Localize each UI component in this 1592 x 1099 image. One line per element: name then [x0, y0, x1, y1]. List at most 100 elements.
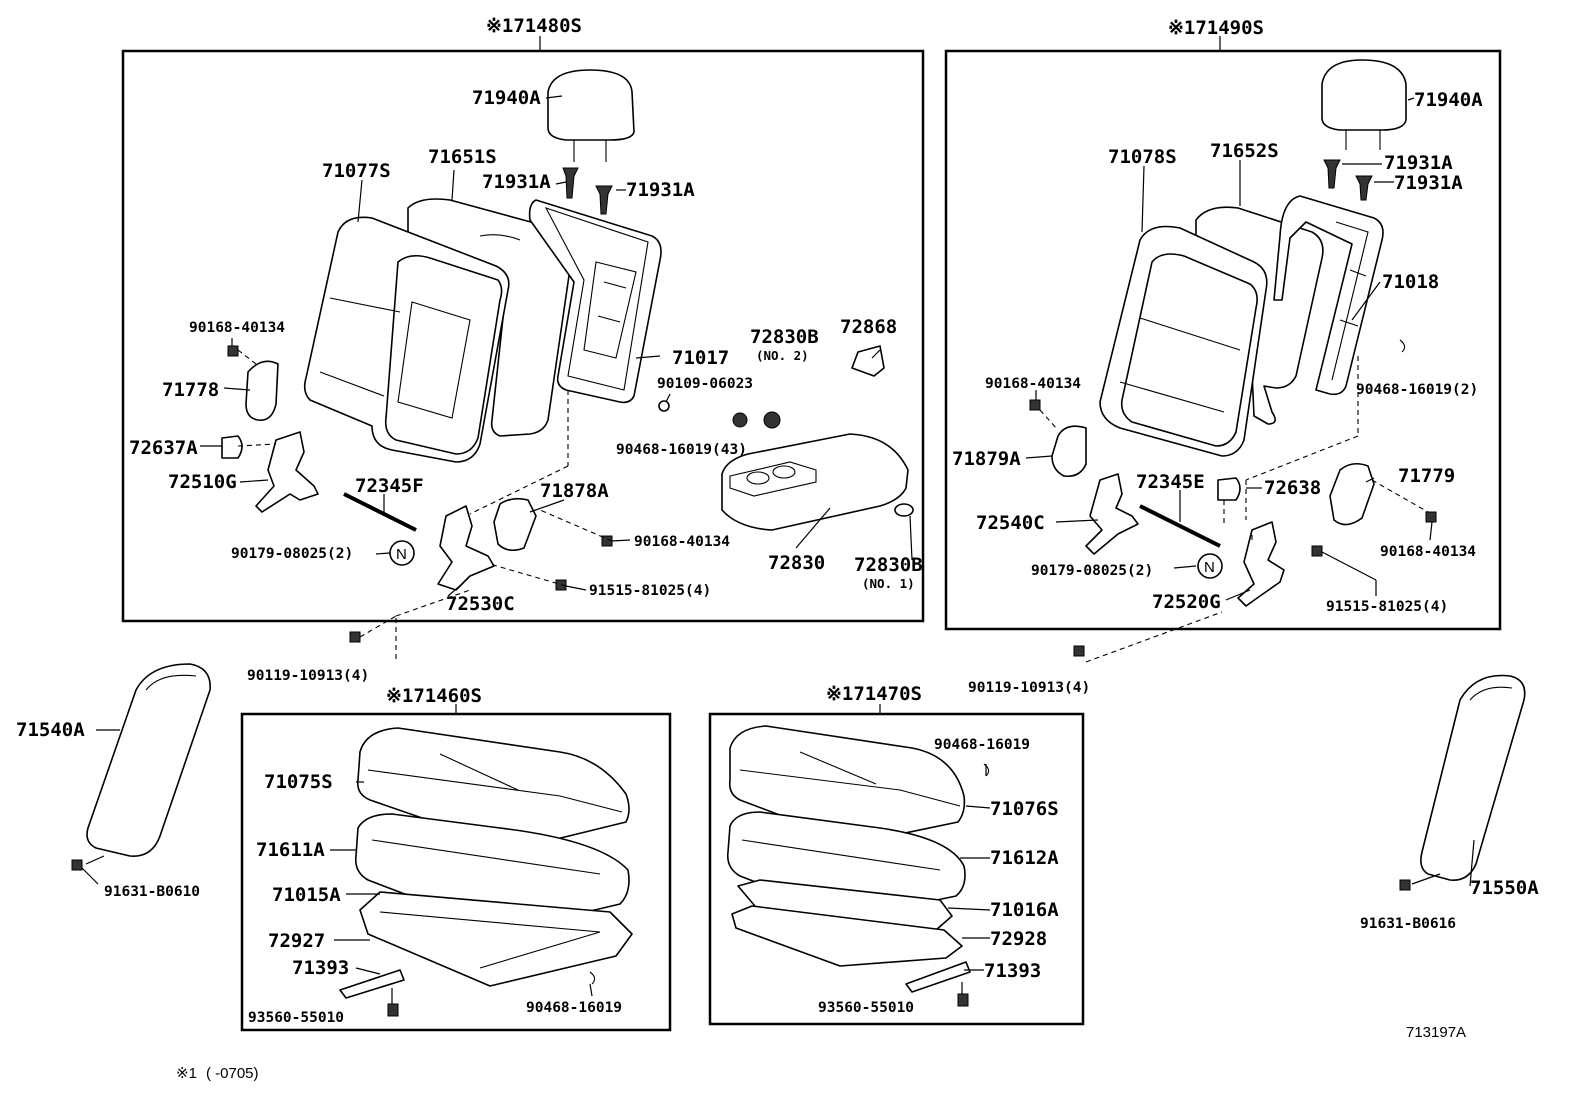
pin-71931A-right-2-drawing — [1355, 175, 1373, 201]
label-72830B-bottom-sub: (NO. 1) — [862, 576, 915, 591]
nut-left-drawing — [389, 540, 415, 566]
label-71878A: 71878A — [540, 480, 609, 502]
group-frame-back-left — [121, 49, 925, 623]
label-90468-16019-cushion-right: 90468-16019 — [934, 737, 1030, 753]
cushion-cover-71076S-drawing — [728, 725, 966, 844]
label-72638: 72638 — [1264, 477, 1321, 499]
label-72345F: 72345F — [355, 475, 424, 497]
nut-right-drawing — [1197, 553, 1223, 579]
footnote-mark: ※1 — [176, 1065, 197, 1082]
knob-left-drawing — [221, 435, 243, 459]
group-title-back-left: ※171480S — [486, 15, 582, 37]
label-71016A: 71016A — [990, 899, 1059, 921]
hinge-cover-left-drawing — [245, 360, 279, 421]
diagram-ref-code: 713197A — [1406, 1024, 1466, 1041]
label-72830: 72830 — [768, 552, 825, 574]
label-90168-40134-right-2: 90168-40134 — [1380, 544, 1476, 560]
label-93560-55010-left: 93560-55010 — [248, 1010, 344, 1026]
group-title-back-right: ※171490S — [1168, 17, 1264, 39]
knob-72638-drawing — [1217, 477, 1241, 501]
label-71612A: 71612A — [990, 847, 1059, 869]
label-71778: 71778 — [162, 379, 219, 401]
label-71940A-left: 71940A — [472, 87, 541, 109]
label-71393-left: 71393 — [292, 957, 349, 979]
bracket-72530C-drawing — [437, 505, 495, 591]
label-71393-right: 71393 — [984, 960, 1041, 982]
label-71017: 71017 — [672, 347, 729, 369]
label-72830B-top: 72830B — [750, 326, 819, 348]
label-72540C: 72540C — [976, 512, 1045, 534]
seatback-frame-right-drawing — [1273, 195, 1384, 396]
cover-71878A-drawing — [493, 497, 537, 552]
group-title-cushion-left: ※171460S — [386, 685, 482, 707]
nut-left-label: N — [396, 546, 407, 563]
label-90179-08025-left: 90179-08025(2) — [231, 546, 353, 562]
label-90109-06023: 90109-06023 — [657, 376, 753, 392]
label-90468-16019-cushion-left: 90468-16019 — [526, 1000, 622, 1016]
label-71611A: 71611A — [256, 839, 325, 861]
rod-72345F-drawing — [343, 492, 417, 532]
label-71931A-left-2: 71931A — [626, 179, 695, 201]
label-71652S: 71652S — [1210, 140, 1279, 162]
seatback-frame-left-drawing — [528, 199, 662, 404]
group-frame-back-right — [944, 49, 1502, 631]
bracket-71393-left-drawing — [339, 969, 405, 999]
nut-right-label: N — [1204, 559, 1215, 576]
label-71879A: 71879A — [952, 448, 1021, 470]
label-72928: 72928 — [990, 928, 1047, 950]
pin-71931A-right-1-drawing — [1323, 159, 1341, 189]
side-panel-71550A-drawing — [1420, 674, 1526, 881]
label-90119-10913-left: 90119-10913(4) — [247, 668, 369, 684]
label-90468-16019-2: 90468-16019(2) — [1356, 382, 1478, 398]
label-71018: 71018 — [1382, 271, 1439, 293]
label-71015A: 71015A — [272, 884, 341, 906]
label-71931A-right-2: 71931A — [1394, 172, 1463, 194]
group-frame-cushion-right — [708, 712, 1085, 1026]
headrest-right-drawing — [1321, 59, 1407, 150]
label-91631-B0616: 91631-B0616 — [1360, 916, 1456, 932]
label-71078S: 71078S — [1108, 146, 1177, 168]
label-71077S: 71077S — [322, 160, 391, 182]
group-title-cushion-right: ※171470S — [826, 683, 922, 705]
bracket-72540C-drawing — [1085, 473, 1139, 555]
seatback-cover-right-drawing — [1099, 225, 1268, 457]
label-71931A-right-1: 71931A — [1384, 152, 1453, 174]
label-72868: 72868 — [840, 316, 897, 338]
bracket-72520G-drawing — [1237, 521, 1285, 607]
label-72830B-bottom: 72830B — [854, 554, 923, 576]
label-90168-40134-left-2: 90168-40134 — [634, 534, 730, 550]
label-72927: 72927 — [268, 930, 325, 952]
footnote-range: ( -0705) — [206, 1065, 259, 1082]
label-90468-16019-43: 90468-16019(43) — [616, 442, 747, 458]
label-91515-81025-right: 91515-81025(4) — [1326, 599, 1448, 615]
label-91631-B0610: 91631-B0610 — [104, 884, 200, 900]
label-71075S: 71075S — [264, 771, 333, 793]
cushion-frame-72928-drawing — [731, 905, 963, 967]
label-72520G: 72520G — [1152, 591, 1221, 613]
cushion-frame-71015A-drawing — [359, 891, 633, 987]
cushion-pad-71611A-drawing — [354, 813, 630, 932]
bracket-71393-right-drawing — [905, 961, 971, 993]
bracket-72510G-drawing — [255, 431, 319, 513]
label-71076S: 71076S — [990, 798, 1059, 820]
label-90119-10913-right: 90119-10913(4) — [968, 680, 1090, 696]
label-71540A: 71540A — [16, 719, 85, 741]
label-72510G: 72510G — [168, 471, 237, 493]
seatback-cover-left-drawing — [303, 216, 510, 463]
label-71779: 71779 — [1398, 465, 1455, 487]
label-72345E: 72345E — [1136, 471, 1205, 493]
rod-72345E-drawing — [1139, 504, 1221, 548]
label-71651S: 71651S — [428, 146, 497, 168]
label-71940A-right: 71940A — [1414, 89, 1483, 111]
label-90179-08025-right: 90179-08025(2) — [1031, 563, 1153, 579]
label-72830B-top-sub: (NO. 2) — [756, 348, 809, 363]
cover-71779-drawing — [1329, 462, 1375, 526]
label-72530C: 72530C — [446, 593, 515, 615]
hinge-cover-71879A-drawing — [1051, 425, 1087, 478]
label-72637A: 72637A — [129, 437, 198, 459]
label-90168-40134-right-1: 90168-40134 — [985, 376, 1081, 392]
label-93560-55010-right: 93560-55010 — [818, 1000, 914, 1016]
label-71931A-left-1: 71931A — [482, 171, 551, 193]
